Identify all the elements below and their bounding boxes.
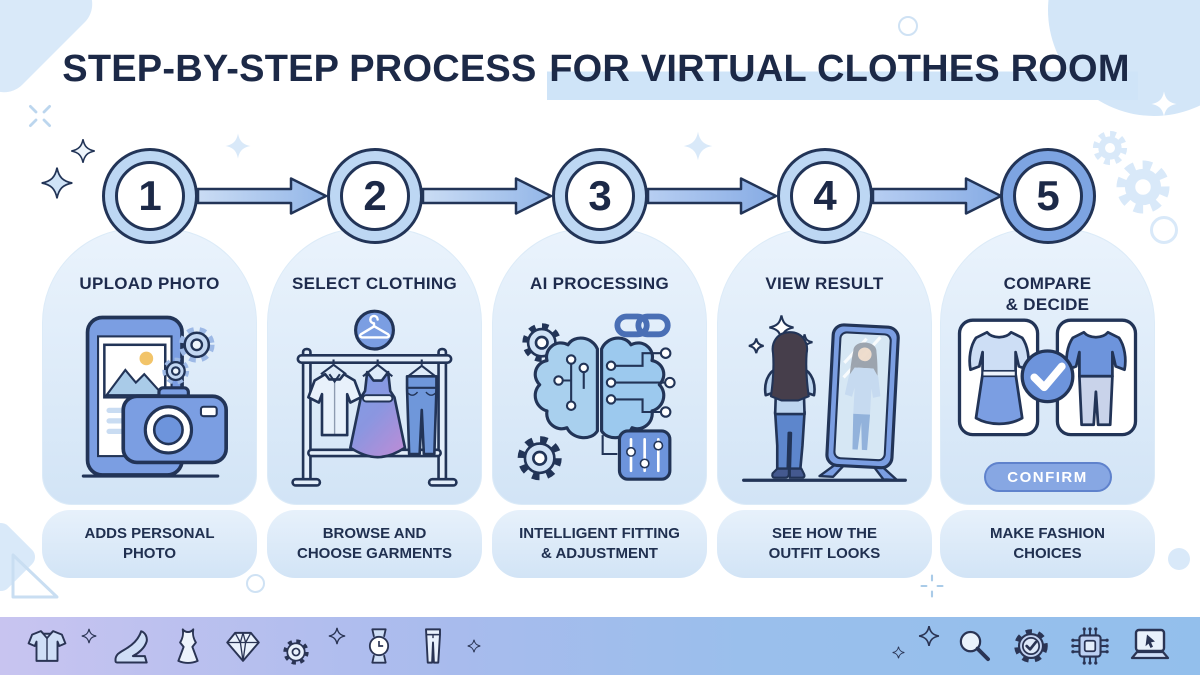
- dress-icon: [177, 628, 199, 664]
- step-5-badge: 5: [1000, 148, 1096, 244]
- step-3-card: AI PROCESSING: [492, 228, 707, 505]
- title-part-highlighted: FOR VIRTUAL CLOTHES ROOM: [547, 48, 1138, 100]
- camera-icon: [121, 386, 228, 465]
- sparkle-icon: [225, 133, 251, 159]
- step-title: UPLOAD PHOTO: [79, 274, 220, 293]
- step-1-card: UPLOAD PHOTO: [42, 228, 257, 505]
- step-title: SELECT CLOTHING: [291, 274, 458, 293]
- step-2-description: BROWSE AND CHOOSE GARMENTS: [267, 510, 482, 578]
- step-1-description: ADDS PERSONAL PHOTO: [42, 510, 257, 578]
- pants-outfit: [1065, 330, 1127, 427]
- footer-right-icons: [892, 622, 1174, 670]
- sparkle-icon: [683, 131, 713, 161]
- step-title: VIEW RESULT: [765, 274, 884, 293]
- sparkle-icon: [467, 639, 481, 653]
- step-number: 2: [340, 161, 410, 231]
- diamond-icon: [226, 631, 260, 662]
- step-number: 1: [115, 161, 185, 231]
- arrow-right-icon: [646, 177, 778, 215]
- circuit-lines: [558, 352, 666, 456]
- shirt-icon: [27, 630, 67, 662]
- triangle-decoration: [11, 553, 59, 599]
- gear-icon: [1116, 160, 1170, 214]
- cursor-icon: [1145, 634, 1155, 648]
- gear-check-icon: [1014, 629, 1048, 663]
- step-number: 4: [790, 161, 860, 231]
- hanger-badge-icon: [354, 309, 395, 351]
- sparkle-icon: [892, 646, 905, 658]
- laptop-icon: [1130, 628, 1170, 660]
- sparkle-icon: [918, 625, 940, 647]
- ai-brain-icon: [506, 307, 693, 496]
- cross-sparkle-icon: [29, 105, 51, 127]
- standing-mirror: [818, 323, 900, 482]
- step-title: COMPARE & DECIDE: [1003, 274, 1092, 315]
- circle-decoration: [1168, 548, 1190, 570]
- phone-camera-icon: [56, 307, 243, 496]
- shirt-on-hanger: [307, 359, 363, 437]
- sparkle-icon: [328, 627, 346, 645]
- cross-sparkle-icon: [920, 574, 944, 598]
- person-back-view: [763, 331, 816, 479]
- mirror-reflection: [844, 342, 881, 451]
- step-2-badge: 2: [327, 148, 423, 244]
- circle-decoration: [898, 16, 918, 36]
- circuit-nodes: [553, 347, 676, 418]
- step-5-card: COMPARE & DECIDE CONFIR: [940, 228, 1155, 505]
- watch-icon: [368, 628, 390, 664]
- dress-outfit: [968, 330, 1030, 426]
- step-2-card: SELECT CLOTHING: [267, 228, 482, 505]
- chip-icon: [1071, 627, 1109, 665]
- sparkle-icon: [1151, 91, 1177, 117]
- confirm-button: CONFIRM: [983, 462, 1112, 492]
- step-4-badge: 4: [777, 148, 873, 244]
- compare-outfits-icon: [954, 307, 1141, 450]
- clothing-rack-icon: [281, 307, 468, 496]
- step-4-description: SEE HOW THE OUTFIT LOOKS: [717, 510, 932, 578]
- gear-icon: [1092, 130, 1128, 166]
- magnifier-icon: [959, 630, 990, 662]
- jeans-on-hanger: [405, 359, 438, 456]
- step-number: 5: [1013, 161, 1083, 231]
- step-3-description: INTELLIGENT FITTING & ADJUSTMENT: [492, 510, 707, 578]
- gear-icon: [283, 639, 309, 665]
- high-heel-icon: [114, 630, 148, 664]
- title-part-1: STEP-BY-STEP PROCESS: [62, 48, 548, 90]
- step-5-description: MAKE FASHION CHOICES: [940, 510, 1155, 578]
- dress-on-hanger: [349, 359, 407, 459]
- check-circle-icon: [1020, 349, 1075, 404]
- arrow-right-icon: [871, 177, 1003, 215]
- step-number: 3: [565, 161, 635, 231]
- step-4-card: VIEW RESULT: [717, 228, 932, 505]
- step-title: AI PROCESSING: [530, 274, 669, 293]
- chain-link-icon: [614, 313, 671, 338]
- pants-icon: [425, 628, 441, 664]
- footer-left-icons: [26, 624, 481, 668]
- footer-icon-strip: [0, 617, 1200, 675]
- sliders-panel-icon: [617, 429, 672, 481]
- page-title: STEP-BY-STEP PROCESS FOR VIRTUAL CLOTHES…: [0, 48, 1200, 100]
- sparkle-icon: [41, 167, 73, 199]
- sparkle-icon: [81, 628, 97, 644]
- arrow-right-icon: [421, 177, 553, 215]
- step-1-badge: 1: [102, 148, 198, 244]
- sparkle-icon: [71, 139, 95, 163]
- circle-decoration: [246, 574, 265, 593]
- arrow-right-icon: [196, 177, 328, 215]
- step-3-badge: 3: [552, 148, 648, 244]
- circle-decoration: [1150, 216, 1178, 244]
- mirror-icon: [731, 307, 918, 496]
